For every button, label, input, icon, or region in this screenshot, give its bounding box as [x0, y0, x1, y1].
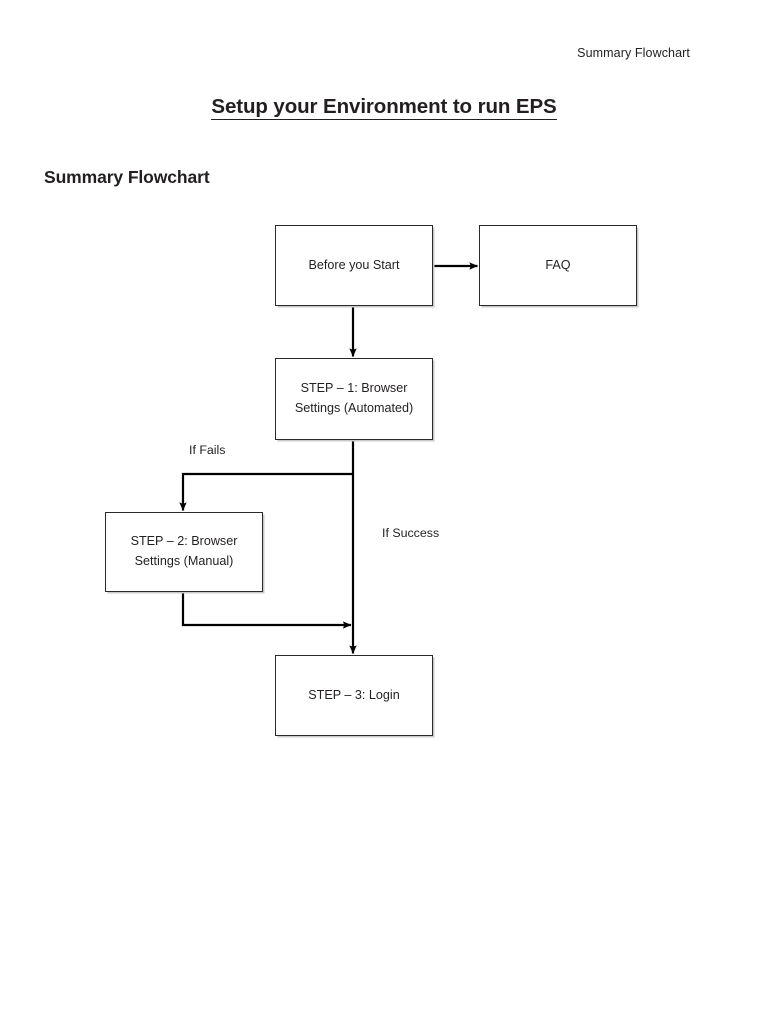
flow-node-step-3[interactable]: STEP – 3: Login — [275, 655, 433, 736]
section-heading: Summary Flowchart — [44, 167, 210, 187]
page-title: Setup your Environment to run EPS — [0, 95, 768, 120]
flow-node-before-you-start[interactable]: Before you Start — [275, 225, 433, 306]
connector-step2-to-step3 — [181, 592, 352, 629]
flow-node-label: STEP – 1: Browser Settings (Automated) — [294, 381, 414, 415]
flow-node-label: STEP – 3: Login — [308, 687, 400, 702]
edge-label-if-fails: If Fails — [189, 443, 226, 457]
flow-node-label: FAQ — [545, 257, 571, 272]
page-title-text: Setup your Environment to run EPS — [211, 95, 557, 120]
flow-node-step-2[interactable]: STEP – 2: Browser Settings (Manual) — [105, 512, 263, 592]
connector-step1-to-step2 — [179, 440, 355, 511]
edge-label-if-success: If Success — [382, 526, 440, 540]
flow-node-label: Before you Start — [308, 257, 400, 272]
flow-node-faq[interactable]: FAQ — [479, 225, 637, 306]
flow-node-label: STEP – 2: Browser Settings (Manual) — [130, 534, 238, 568]
flow-node-step-1[interactable]: STEP – 1: Browser Settings (Automated) — [275, 358, 433, 440]
page-header-text: Summary Flowchart — [577, 46, 690, 60]
